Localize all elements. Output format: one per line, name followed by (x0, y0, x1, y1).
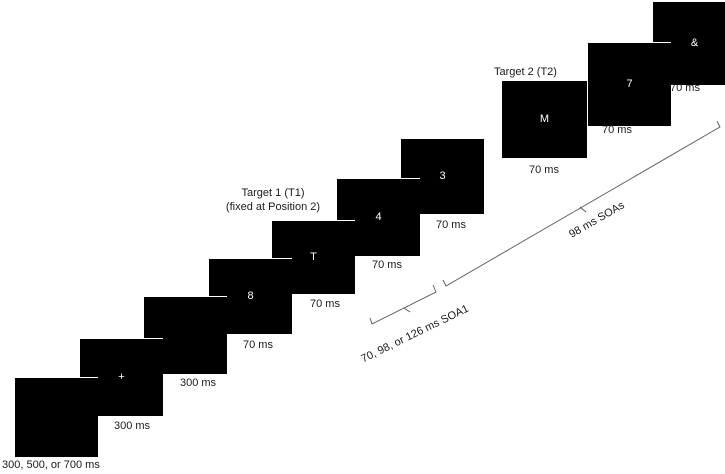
frame-2-duration: 300 ms (113, 420, 151, 432)
frame-7-duration: 70 ms (436, 219, 466, 231)
frame-8-symbol: M (539, 113, 550, 125)
frame-6-symbol: 4 (375, 211, 382, 223)
target2-label: Target 2 (T2) (494, 66, 557, 78)
soa1-bracket (369, 284, 437, 325)
frame-5-duration: 70 ms (310, 298, 340, 310)
frame-2-symbol: + (118, 371, 125, 383)
frame-4-duration: 70 ms (243, 339, 273, 351)
target1-label: Target 1 (T1) (241, 187, 305, 199)
frame-6-duration: 70 ms (372, 259, 402, 271)
frame-9-duration: 70 ms (602, 124, 632, 136)
frame-8-t2: M (501, 80, 587, 158)
target1-sublabel: (fixed at Position 2) (225, 201, 321, 213)
frame-7-symbol: 3 (439, 170, 446, 182)
frame-8-duration: 70 ms (529, 164, 559, 176)
frame-1 (14, 377, 98, 457)
frame-10-symbol: & (690, 37, 699, 49)
frame-5-symbol: T (310, 251, 317, 263)
frame-1-duration: 300, 500, or 700 ms (2, 459, 100, 471)
frame-10-duration: 70 ms (670, 82, 700, 94)
frame-4-symbol: 8 (247, 290, 254, 302)
soas-bracket (442, 120, 721, 287)
frame-3-duration: 300 ms (179, 377, 217, 389)
soa1-bracket-tick (403, 307, 411, 313)
frame-9: 7 (587, 42, 671, 126)
frame-9-symbol: 7 (626, 78, 633, 90)
soas-bracket-tick (579, 206, 587, 213)
